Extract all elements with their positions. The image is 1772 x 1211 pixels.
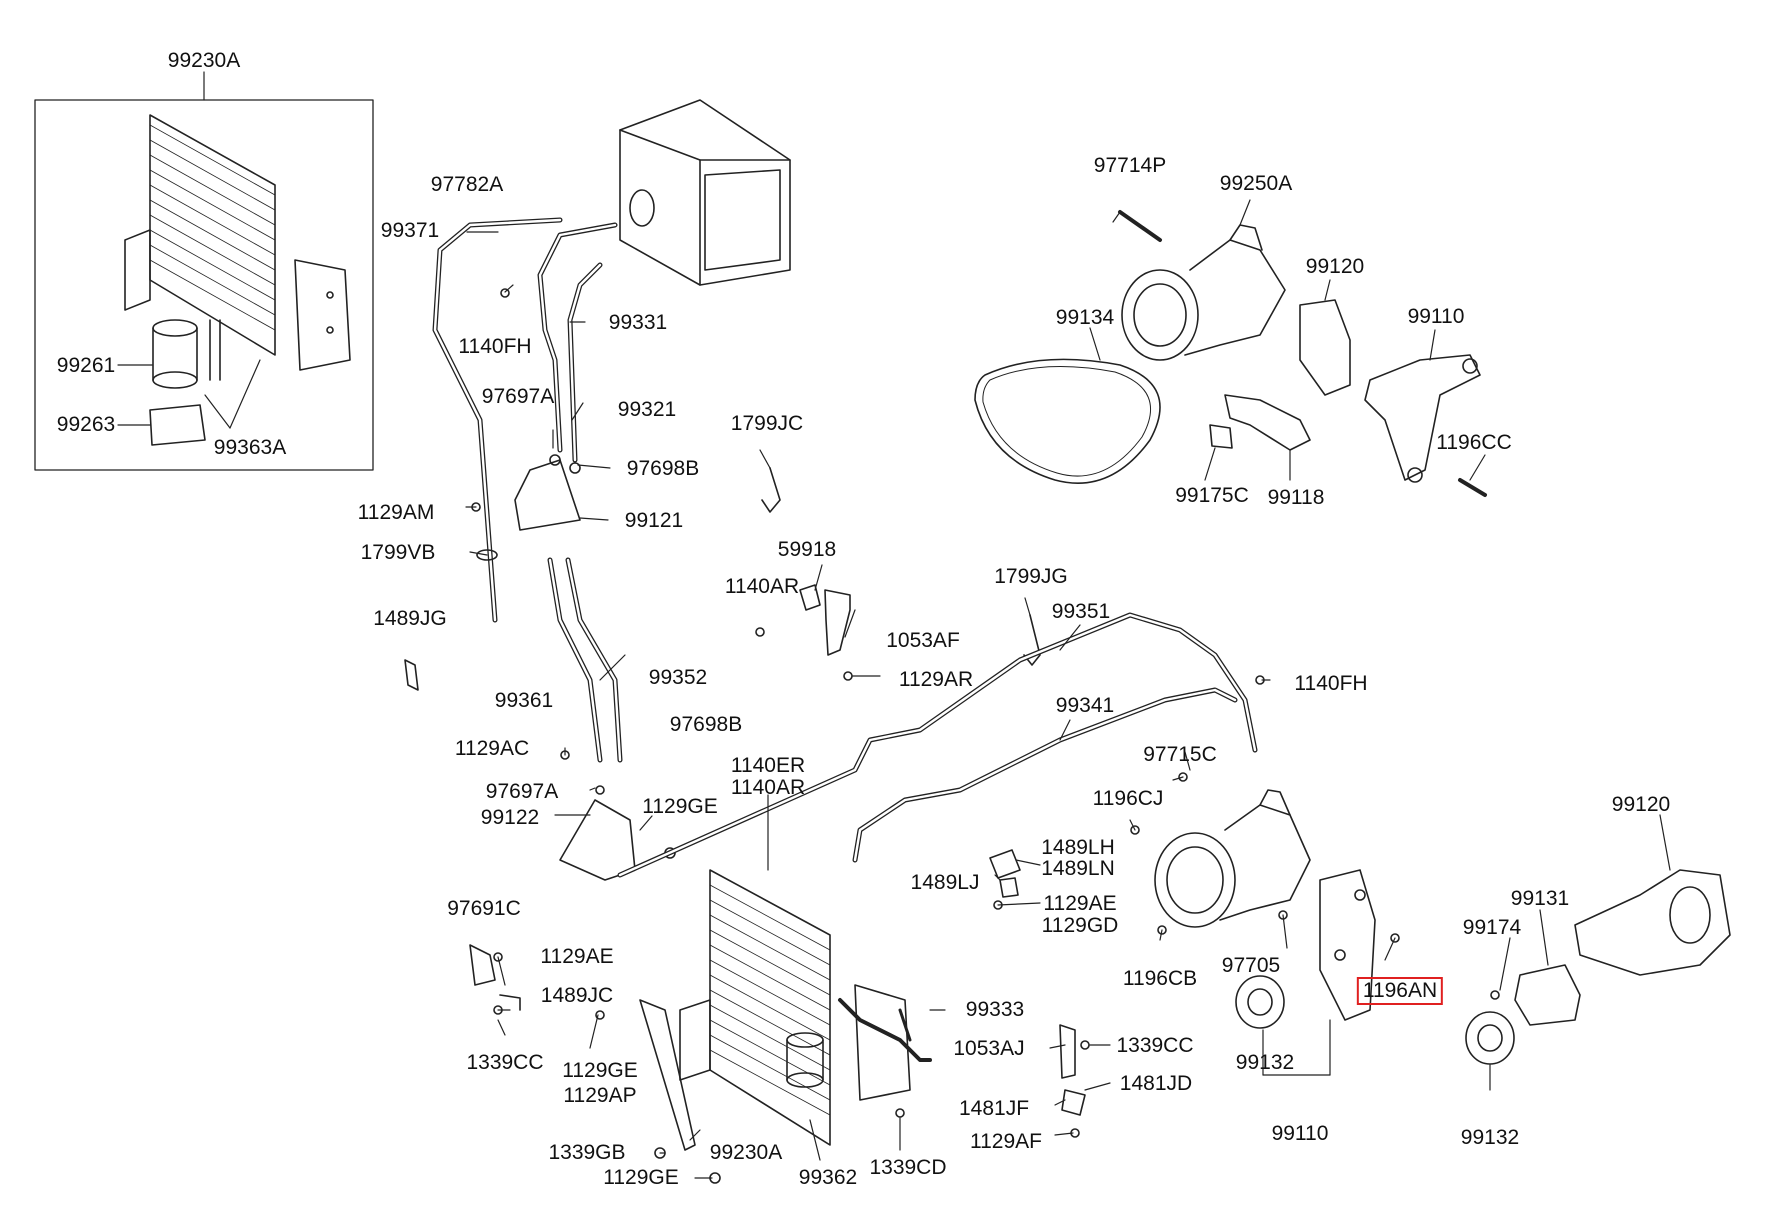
pipe-99341 [852, 687, 1238, 863]
condenser-inset [124, 114, 351, 371]
bracket-99121 [514, 459, 581, 531]
receiver-drier-inset [149, 319, 221, 446]
condenser-bottom [679, 869, 911, 1146]
pipe-99331 [537, 222, 618, 453]
belt-99134 [974, 358, 1161, 484]
evaporator-unit [619, 99, 791, 286]
bracket-99110-bottom [1319, 869, 1376, 1021]
compressor-top [1121, 224, 1286, 361]
pulley-99132-b [1465, 1011, 1515, 1065]
bracket-99110-top [1364, 354, 1481, 481]
compressor-bottom [1154, 789, 1311, 928]
bracket-99120-bottom [1574, 869, 1731, 976]
bracket-99120-top [1299, 299, 1351, 396]
pulley-99132-a [1235, 975, 1285, 1029]
pipe-99333 [838, 998, 932, 1062]
pipe-99351 [617, 612, 1258, 878]
bracket-99122 [559, 799, 636, 881]
